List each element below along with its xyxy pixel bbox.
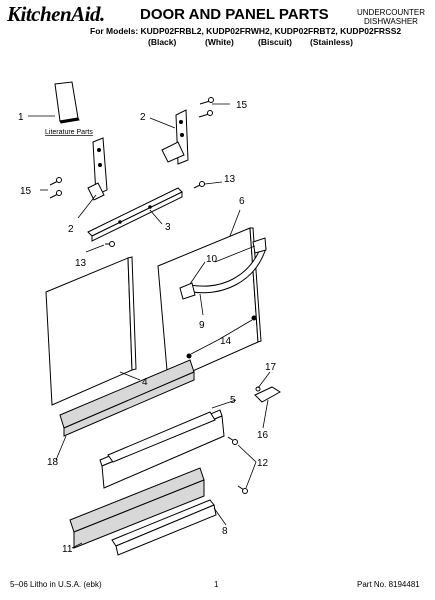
callout-15-upper: 15 [236,100,248,111]
callout-3: 3 [165,222,171,233]
page-title: DOOR AND PANEL PARTS [140,6,329,23]
screw-12-b [237,485,248,494]
screw-15-upper-a [199,97,214,105]
color-stainless: (Stainless) [310,37,353,47]
top-channel [87,187,183,242]
color-white: (White) [205,37,234,47]
brand-logo: KitchenAid. [7,2,105,26]
kickplate-gasket-lower [69,467,205,549]
callout-13-lower: 13 [75,258,87,269]
inner-panel [45,256,137,406]
callout-4: 4 [142,377,148,388]
callout-14: 14 [220,336,232,347]
callout-15-lower: 15 [20,186,32,197]
callout-2-lower: 2 [68,224,74,235]
hinge-bracket-upper [161,109,189,165]
screw-13-upper [193,181,205,189]
color-black: (Black) [148,37,177,47]
callout-6: 6 [239,196,245,207]
model-list: For Models: KUDP02FRBL2, KUDP02FRWH2, KU… [90,26,402,36]
callout-10: 10 [206,254,218,265]
side-bracket [254,386,281,403]
appliance-category: UNDERCOUNTER DISHWASHER [357,8,425,26]
screw-14-a [186,353,192,359]
category-line-2: DISHWASHER [364,17,418,26]
category-line-1: UNDERCOUNTER [357,8,425,17]
footer-litho: 5–06 Litho in U.S.A. (ebk) [10,580,102,589]
screw-13-lower [105,241,115,247]
callout-18: 18 [47,457,59,468]
callout-11: 11 [62,544,73,555]
callout-2-upper: 2 [140,112,146,123]
screw-15-upper-b [198,110,213,118]
callout-8: 8 [222,526,228,537]
callout-9: 9 [199,320,205,331]
footer-part-number: Part No. 8194481 [357,580,420,589]
callout-13-upper: 13 [224,174,236,185]
callout-1: 1 [18,112,24,123]
literature-parts-label: Literature Parts [45,129,93,136]
kickplate-lower [111,499,217,556]
door-handle [179,237,267,300]
screw-14-b [251,315,257,321]
color-biscuit: (Biscuit) [258,37,292,47]
callout-5: 5 [230,395,236,406]
screw-15-lower-b [49,190,62,199]
callout-16: 16 [257,430,269,441]
callout-12: 12 [257,458,269,469]
kickplate-gasket-upper [59,359,195,437]
screw-15-lower-a [49,177,62,186]
footer-page-number: 1 [214,580,219,589]
door-panel [157,227,262,383]
kickplate-bracket-upper [99,409,225,489]
screw-12-a [227,436,238,445]
screw-17 [255,386,261,392]
callout-17: 17 [265,362,277,373]
literature-booklet [54,81,80,124]
hinge-bracket-lower [87,137,108,201]
